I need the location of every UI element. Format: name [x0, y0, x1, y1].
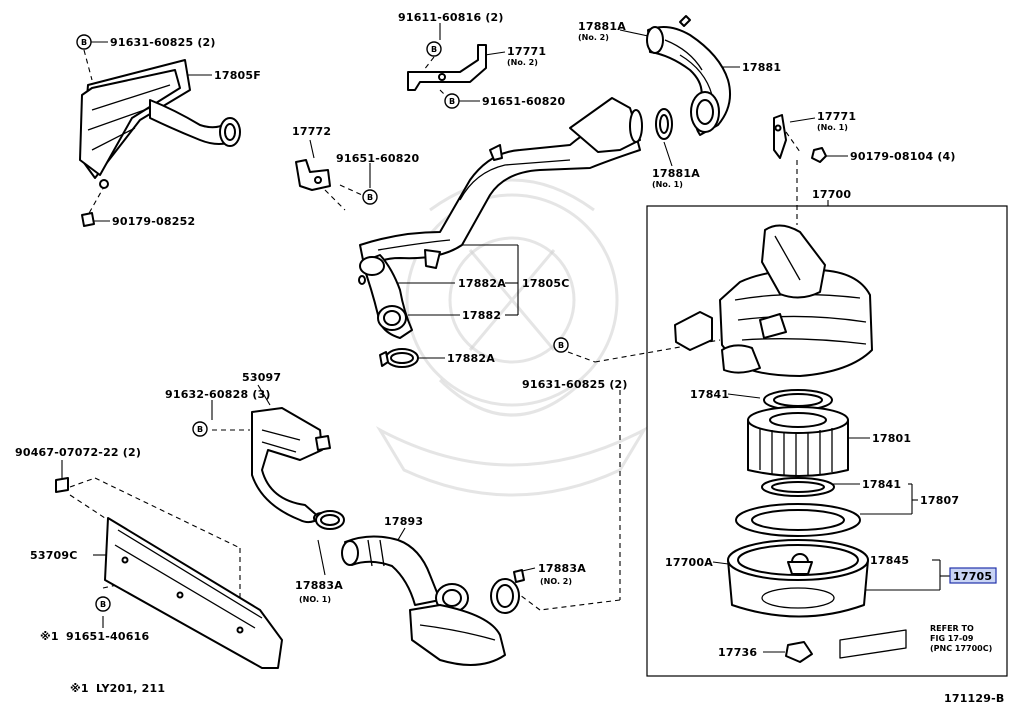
air-cleaner-17700 — [674, 224, 873, 663]
label-17772: 17772 — [292, 125, 331, 138]
bracket-17772 — [295, 159, 331, 191]
bolt-symbol-4: B — [362, 189, 378, 205]
label-17841-b: 17841 — [862, 478, 901, 491]
label-17883A-no2-sub: (NO. 2) — [540, 577, 572, 586]
label-17700: 17700 — [812, 188, 851, 201]
label-91651-60820-a: 91651-60820 — [482, 95, 565, 108]
label-17881A-no1-sub: (No. 1) — [652, 180, 683, 189]
label-91631-mid: 91631-60825 (2) — [522, 378, 628, 391]
svg-text:B: B — [449, 97, 455, 106]
svg-text:B: B — [197, 425, 203, 434]
label-90179-08104: 90179-08104 (4) — [850, 150, 956, 163]
bolt-symbol-2: B — [426, 41, 442, 57]
refer-line-3: (PNC 17700C) — [930, 644, 992, 653]
label-17841-a: 17841 — [690, 388, 729, 401]
label-17882A-b: 17882A — [447, 352, 495, 365]
label-17771-no1-sub: (No. 1) — [817, 123, 848, 132]
label-17882A-a: 17882A — [458, 277, 506, 290]
label-91632: 91632-60828 (3) — [165, 388, 271, 401]
footnote-text: LY201, 211 — [96, 682, 165, 695]
label-91631-top: 91631-60825 (2) — [110, 36, 216, 49]
label-17771-no2-sub: (No. 2) — [507, 58, 538, 67]
bolt-90467 — [55, 212, 95, 493]
resonator-17805F — [79, 59, 241, 189]
refer-line-2: FIG 17-09 — [930, 634, 974, 643]
svg-text:B: B — [367, 193, 373, 202]
bolt-symbol-5: B — [553, 337, 569, 353]
duct-17805C — [359, 97, 643, 271]
bracket-17771-no1 — [773, 114, 827, 163]
label-17881: 17881 — [742, 61, 781, 74]
panel-53709C — [104, 517, 283, 669]
hose-17881 — [646, 15, 731, 140]
label-17881A-no1: 17881A — [652, 167, 700, 180]
label-17805C: 17805C — [522, 277, 570, 290]
label-17736: 17736 — [718, 646, 757, 659]
bolt-symbol-7: B — [95, 596, 111, 612]
label-17883A-no1-sub: (NO. 1) — [299, 595, 331, 604]
label-17882: 17882 — [462, 309, 501, 322]
bolt-symbol-6: B — [192, 421, 208, 437]
intake-53097 — [251, 407, 345, 530]
label-53709C: 53709C — [30, 549, 78, 562]
bolt-symbol-3: B — [444, 93, 460, 109]
leader-lines — [61, 23, 1008, 677]
label-17771-no2: 17771 — [507, 45, 546, 58]
clamp-17883A-no2 — [490, 569, 525, 614]
label-17881A-no2-sub: (No. 2) — [578, 33, 609, 42]
svg-text:B: B — [100, 600, 106, 609]
label-17881A-no2: 17881A — [578, 20, 626, 33]
footnote-mark-91651: ※1 — [40, 630, 59, 643]
label-53097: 53097 — [242, 371, 281, 384]
hose-17893 — [341, 535, 506, 666]
svg-text:B: B — [431, 45, 437, 54]
label-17705-highlight[interactable]: 17705 — [949, 567, 997, 584]
svg-text:B: B — [81, 38, 87, 47]
label-91651-40616: 91651-40616 — [66, 630, 149, 643]
footnote-mark: ※1 — [70, 682, 89, 695]
label-17801: 17801 — [872, 432, 911, 445]
label-17700A: 17700A — [665, 556, 713, 569]
label-17805F: 17805F — [214, 69, 261, 82]
label-17807: 17807 — [920, 494, 959, 507]
label-17771-no1: 17771 — [817, 110, 856, 123]
watermark-emblem — [375, 178, 649, 497]
part-labels: 91631-60825 (2) 17805F 90179-08252 91611… — [15, 11, 1004, 705]
label-91651-60820-b: 91651-60820 — [336, 152, 419, 165]
figure-number: 171129-B — [944, 692, 1004, 705]
svg-text:B: B — [558, 341, 564, 350]
label-17883A-no2: 17883A — [538, 562, 586, 575]
label-17893: 17893 — [384, 515, 423, 528]
label-90467: 90467-07072-22 (2) — [15, 446, 141, 459]
refer-line-1: REFER TO — [930, 624, 974, 633]
bolt-symbol-1: B — [76, 34, 92, 50]
label-17883A-no1: 17883A — [295, 579, 343, 592]
bolt-symbols: B B B B B B B — [76, 34, 569, 612]
label-90179-08252: 90179-08252 — [112, 215, 195, 228]
hose-17882 — [358, 254, 419, 368]
label-17845: 17845 — [870, 554, 909, 567]
label-17705[interactable]: 17705 — [953, 570, 992, 583]
bracket-17771-no2 — [407, 44, 487, 91]
label-91611: 91611-60816 (2) — [398, 11, 504, 24]
